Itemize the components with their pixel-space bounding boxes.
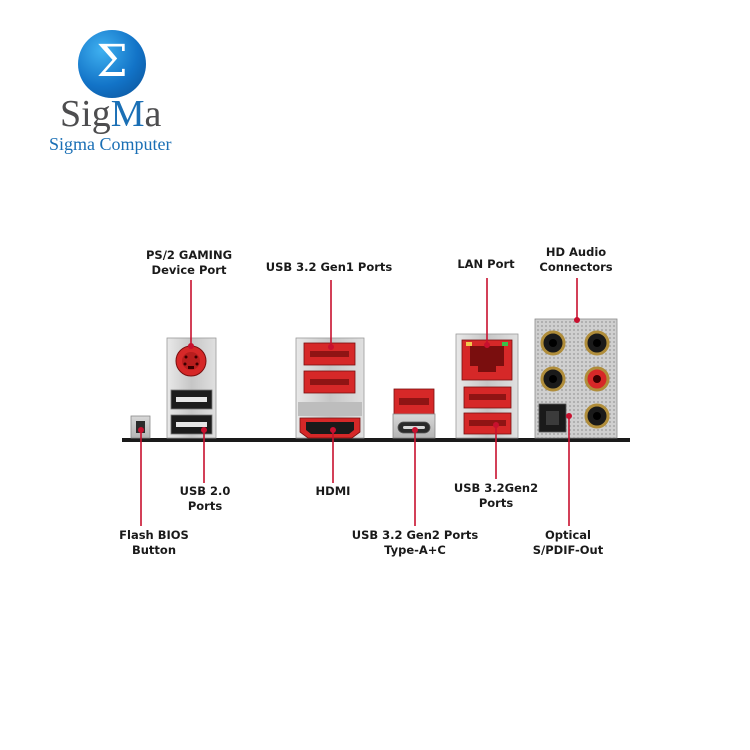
label-optical-line2: S/PDIF-Out	[532, 543, 604, 557]
lan-usb32-gen2-stack	[455, 333, 519, 439]
label-ps2-gaming: PS/2 GAMING Device Port	[146, 248, 232, 278]
label-usb32-gen1-line1: USB 3.2 Gen1 Ports	[265, 260, 393, 274]
label-usb32-gen2: USB 3.2Gen2 Ports	[454, 481, 538, 511]
logo-subtitle: Sigma Computer	[49, 134, 172, 154]
logo-word-prefix: Sig	[60, 93, 111, 135]
label-flashbios-line1: Flash BIOS	[119, 528, 189, 542]
label-usb32-gen2-line2: Ports	[478, 496, 514, 510]
ps2-usb20-stack	[166, 337, 217, 439]
label-lan-line1: LAN Port	[457, 257, 515, 271]
label-usb32gen2ac-line2: Type-A+C	[384, 543, 446, 557]
leader-lines	[138, 278, 580, 526]
logo-word-m: M	[110, 93, 145, 135]
label-usb32gen2ac-line1: USB 3.2 Gen2 Ports	[351, 528, 479, 542]
io-shield-baseline	[122, 438, 630, 442]
label-usb32-gen2-typeac: USB 3.2 Gen2 Ports Type-A+C	[352, 528, 479, 558]
sigma-logo: Σ SigMa Sigma Computer	[40, 30, 200, 160]
logo-wordmark: SigMa	[60, 92, 161, 136]
sigma-symbol: Σ	[96, 36, 128, 87]
label-usb20: USB 2.0 Ports	[180, 484, 231, 514]
label-lan-port: LAN Port	[457, 257, 514, 272]
label-hdmi-line1: HDMI	[315, 484, 351, 498]
usb32-gen2-typeac-stack	[392, 388, 436, 439]
sigma-logo-circle: Σ	[78, 30, 146, 98]
label-hd-audio: HD Audio Connectors	[539, 245, 612, 275]
label-hdaudio-line2: Connectors	[539, 260, 613, 274]
hd-audio-block	[534, 318, 618, 439]
label-usb20-line1: USB 2.0	[179, 484, 231, 498]
label-ps2-line2: Device Port	[151, 263, 227, 277]
label-ps2-line1: PS/2 GAMING	[145, 248, 233, 262]
label-optical-line1: Optical	[545, 528, 591, 542]
label-flashbios-line2: Button	[131, 543, 177, 557]
label-usb32-gen2-line1: USB 3.2Gen2	[453, 481, 539, 495]
label-hdmi: HDMI	[316, 484, 351, 499]
usb32-gen1-hdmi-stack	[295, 337, 365, 439]
label-hdaudio-line1: HD Audio	[545, 245, 607, 259]
label-usb20-line2: Ports	[187, 499, 223, 513]
logo-word-suffix: a	[144, 93, 162, 135]
label-flash-bios: Flash BIOS Button	[119, 528, 189, 558]
label-usb32-gen1: USB 3.2 Gen1 Ports	[266, 260, 393, 275]
label-optical-spdif: Optical S/PDIF-Out	[533, 528, 603, 558]
